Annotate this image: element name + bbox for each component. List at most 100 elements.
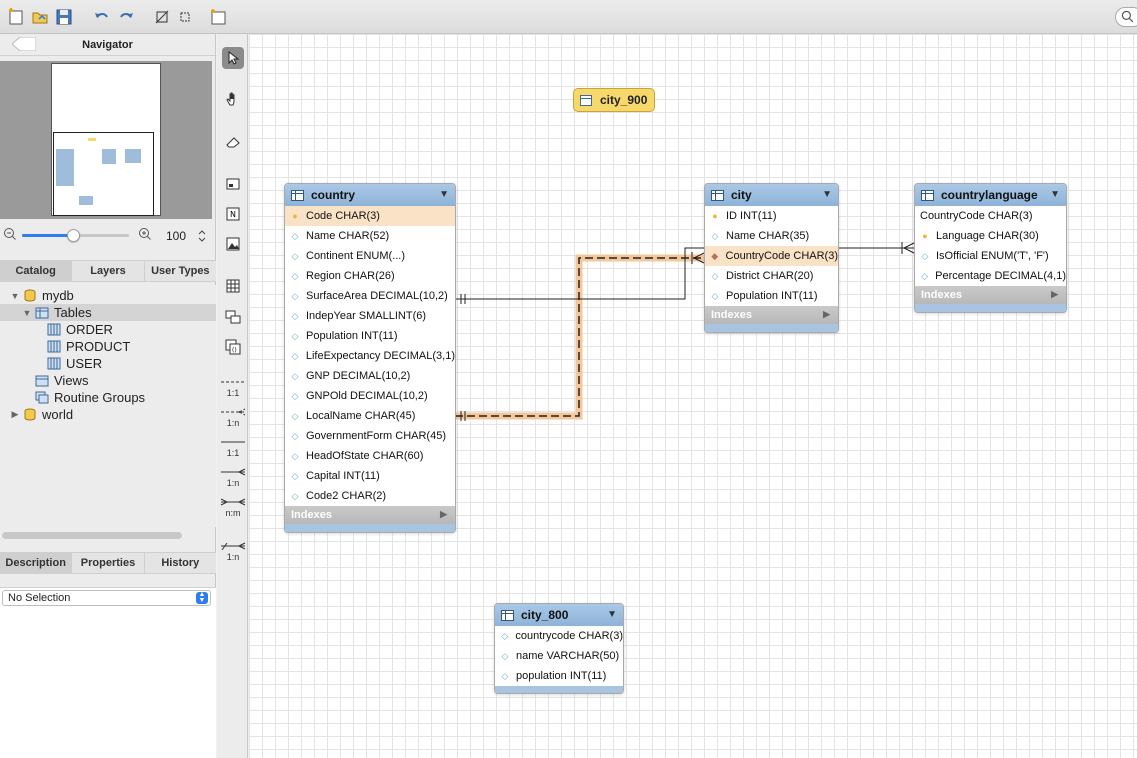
entity-column[interactable]: ◇Code2 CHAR(2) bbox=[285, 486, 455, 506]
view-city-900[interactable]: city_900 bbox=[573, 88, 655, 112]
collapse-triangle-icon[interactable]: ▼ bbox=[439, 189, 449, 200]
entity-column[interactable]: ◇SurfaceArea DECIMAL(10,2) bbox=[285, 286, 455, 306]
collapse-triangle-icon[interactable]: ▼ bbox=[1050, 189, 1060, 200]
zoom-in-icon[interactable] bbox=[138, 227, 152, 241]
collapse-triangle-icon[interactable]: ▼ bbox=[822, 189, 832, 200]
entity-column[interactable]: ◇population INT(11) bbox=[495, 666, 623, 686]
entity-column[interactable]: ◇Percentage DECIMAL(4,1) bbox=[915, 266, 1066, 286]
entity-header[interactable]: city▼ bbox=[705, 184, 838, 206]
tab-history[interactable]: History bbox=[161, 557, 200, 569]
entity-column[interactable]: ◇Continent ENUM(...) bbox=[285, 246, 455, 266]
tree-item-order[interactable]: ORDER bbox=[0, 321, 216, 338]
entity-column[interactable]: ◇Name CHAR(52) bbox=[285, 226, 455, 246]
entity-column[interactable]: ◇Name CHAR(35) bbox=[705, 226, 838, 246]
zoom-slider[interactable] bbox=[22, 229, 129, 242]
navigator-back-icon[interactable] bbox=[12, 37, 36, 51]
entity-column[interactable]: ◇IsOfficial ENUM('T', 'F') bbox=[915, 246, 1066, 266]
collapse-triangle-icon[interactable]: ▼ bbox=[607, 609, 617, 620]
zoom-out-icon[interactable] bbox=[3, 227, 17, 241]
entity-city[interactable]: city▼●ID INT(11)◇Name CHAR(35)◆CountryCo… bbox=[704, 183, 839, 333]
relation-1-1-non-identifying[interactable]: 1:1 bbox=[220, 378, 246, 398]
view-tool[interactable] bbox=[222, 306, 244, 328]
layer-tool[interactable] bbox=[222, 173, 244, 195]
entity-column[interactable]: ◆CountryCode CHAR(3) bbox=[705, 246, 838, 266]
tree-item-user[interactable]: USER bbox=[0, 355, 216, 372]
entity-country[interactable]: country▼●Code CHAR(3)◇Name CHAR(52)◇Cont… bbox=[284, 183, 456, 533]
expanded-triangle-icon[interactable]: ▼ bbox=[10, 290, 20, 301]
diagram-canvas[interactable]: city_900 country▼●Code CHAR(3)◇Name CHAR… bbox=[249, 34, 1137, 758]
expand-triangle-icon[interactable]: ▶ bbox=[440, 509, 447, 519]
tab-properties[interactable]: Properties bbox=[72, 553, 145, 573]
description-select[interactable]: No Selection ▲▼ bbox=[2, 590, 211, 606]
entity-column[interactable]: ◇Population INT(11) bbox=[705, 286, 838, 306]
save-icon[interactable] bbox=[55, 8, 73, 26]
align-grid-icon[interactable] bbox=[176, 8, 194, 26]
entity-column[interactable]: ◇countrycode CHAR(3) bbox=[495, 626, 623, 646]
zoom-value[interactable]: 100 bbox=[166, 229, 187, 243]
image-tool[interactable] bbox=[222, 233, 244, 255]
entity-column[interactable]: ◇LifeExpectancy DECIMAL(3,1) bbox=[285, 346, 455, 366]
tree-item-world[interactable]: ▶world bbox=[0, 406, 216, 423]
tree-scrollbar[interactable] bbox=[2, 532, 182, 539]
entity-column[interactable]: ◇LocalName CHAR(45) bbox=[285, 406, 455, 426]
relationship-country-city-highlight[interactable] bbox=[455, 257, 704, 417]
entity-header[interactable]: city_800▼ bbox=[495, 604, 623, 626]
tree-item-mydb[interactable]: ▼mydb bbox=[0, 287, 216, 304]
search-input[interactable] bbox=[1115, 7, 1137, 27]
entity-header[interactable]: country▼ bbox=[285, 184, 455, 206]
tree-item-views[interactable]: Views bbox=[0, 372, 216, 389]
collapsed-triangle-icon[interactable]: ▶ bbox=[11, 409, 19, 419]
entity-column[interactable]: ●Language CHAR(30) bbox=[915, 226, 1066, 246]
entity-column[interactable]: ◇GNPOld DECIMAL(10,2) bbox=[285, 386, 455, 406]
entity-column[interactable]: CountryCode CHAR(3) bbox=[915, 206, 1066, 226]
relationship-country-city[interactable] bbox=[455, 247, 704, 300]
expand-triangle-icon[interactable]: ▶ bbox=[1051, 289, 1058, 299]
tab-user-types[interactable]: User Types bbox=[151, 265, 210, 277]
undo-icon[interactable] bbox=[93, 8, 111, 26]
entity-indexes[interactable]: Indexes▶ bbox=[705, 306, 838, 324]
entity-column[interactable]: ◇Region CHAR(26) bbox=[285, 266, 455, 286]
relation-1-n-non-identifying[interactable]: 1:n bbox=[220, 408, 246, 428]
entity-column[interactable]: ◇IndepYear SMALLINT(6) bbox=[285, 306, 455, 326]
navigator-viewport[interactable] bbox=[53, 132, 154, 216]
eraser-tool[interactable] bbox=[222, 131, 244, 153]
new-diagram-icon[interactable] bbox=[7, 8, 25, 26]
relation-1-1-identifying[interactable]: 1:1 bbox=[220, 438, 246, 458]
note-tool[interactable]: N bbox=[222, 203, 244, 225]
tree-item-tables[interactable]: ▼Tables bbox=[0, 304, 216, 321]
entity-indexes[interactable]: Indexes▶ bbox=[285, 506, 455, 524]
entity-column[interactable]: ◇Capital INT(11) bbox=[285, 466, 455, 486]
tree-item-routine-groups[interactable]: Routine Groups bbox=[0, 389, 216, 406]
hand-tool[interactable] bbox=[222, 88, 244, 110]
zoom-slider-knob[interactable] bbox=[67, 229, 81, 242]
entity-column[interactable]: ◇District CHAR(20) bbox=[705, 266, 838, 286]
tree-item-product[interactable]: PRODUCT bbox=[0, 338, 216, 355]
entity-city-800[interactable]: city_800▼◇countrycode CHAR(3)◇name VARCH… bbox=[494, 603, 624, 694]
routine-group-tool[interactable]: () bbox=[222, 336, 244, 358]
zoom-stepper-icon[interactable] bbox=[198, 230, 206, 242]
entity-column[interactable]: ◇GNP DECIMAL(10,2) bbox=[285, 366, 455, 386]
entity-countrylanguage[interactable]: countrylanguage▼CountryCode CHAR(3)●Lang… bbox=[914, 183, 1067, 313]
expand-triangle-icon[interactable]: ▶ bbox=[823, 309, 830, 319]
toggle-grid-icon[interactable] bbox=[153, 8, 171, 26]
new-table-icon[interactable] bbox=[209, 8, 227, 26]
entity-column[interactable]: ●ID INT(11) bbox=[705, 206, 838, 226]
relation-1-n-identifying[interactable]: 1:n bbox=[220, 468, 246, 488]
entity-column[interactable]: ◇Population INT(11) bbox=[285, 326, 455, 346]
open-folder-icon[interactable] bbox=[31, 8, 49, 26]
entity-header[interactable]: countrylanguage▼ bbox=[915, 184, 1066, 206]
entity-indexes[interactable]: Indexes▶ bbox=[915, 286, 1066, 304]
expanded-triangle-icon[interactable]: ▼ bbox=[22, 307, 32, 318]
entity-column[interactable]: ●Code CHAR(3) bbox=[285, 206, 455, 226]
entity-column[interactable]: ◇GovernmentForm CHAR(45) bbox=[285, 426, 455, 446]
pointer-tool[interactable] bbox=[222, 47, 244, 69]
table-tool[interactable] bbox=[222, 275, 244, 297]
navigator-preview[interactable] bbox=[0, 61, 212, 219]
entity-column[interactable]: ◇HeadOfState CHAR(60) bbox=[285, 446, 455, 466]
tab-layers[interactable]: Layers bbox=[72, 261, 145, 281]
relation-n-m-identifying[interactable]: n:m bbox=[220, 498, 246, 518]
relation-1-n-existing-columns[interactable]: 1:n bbox=[220, 542, 246, 562]
tab-description[interactable]: Description bbox=[0, 553, 73, 573]
redo-icon[interactable] bbox=[117, 8, 135, 26]
entity-column[interactable]: ◇name VARCHAR(50) bbox=[495, 646, 623, 666]
